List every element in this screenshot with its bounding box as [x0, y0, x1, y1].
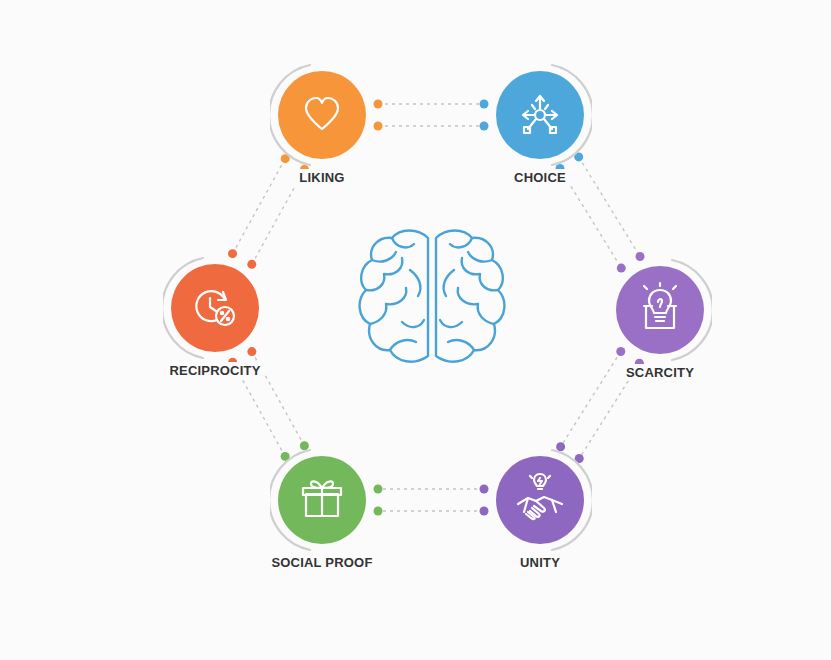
- principle-circle: [608, 258, 712, 362]
- principle-label: CHOICE: [510, 169, 570, 186]
- principle-node: CHOICE: [470, 63, 610, 186]
- brain-icon: [360, 231, 505, 362]
- principle-circle: [270, 448, 374, 552]
- principle-label: UNITY: [516, 554, 564, 571]
- principle-label: LIKING: [295, 169, 348, 186]
- principle-node: SOCIAL PROOF: [252, 448, 392, 571]
- principle-label: RECIPROCITY: [165, 362, 264, 379]
- principle-icon: [196, 291, 234, 325]
- principle-icon: [523, 96, 557, 133]
- principle-label: SCARCITY: [622, 364, 698, 381]
- principle-node: LIKING: [252, 63, 392, 186]
- principle-label: SOCIAL PROOF: [267, 554, 376, 571]
- principle-icon: [303, 481, 341, 516]
- principle-circle: [270, 63, 374, 167]
- principle-node: UNITY: [470, 448, 610, 571]
- principle-icon: [644, 283, 676, 328]
- principle-node: RECIPROCITY: [145, 256, 285, 379]
- principle-icon: [306, 98, 338, 129]
- principle-icon: [518, 474, 562, 519]
- dotted-connector: [374, 100, 489, 131]
- principle-circle: [488, 63, 592, 167]
- principle-node: SCARCITY: [590, 258, 730, 381]
- principle-circle: [488, 448, 592, 552]
- dotted-connector: [374, 485, 489, 516]
- principle-circle: [163, 256, 267, 360]
